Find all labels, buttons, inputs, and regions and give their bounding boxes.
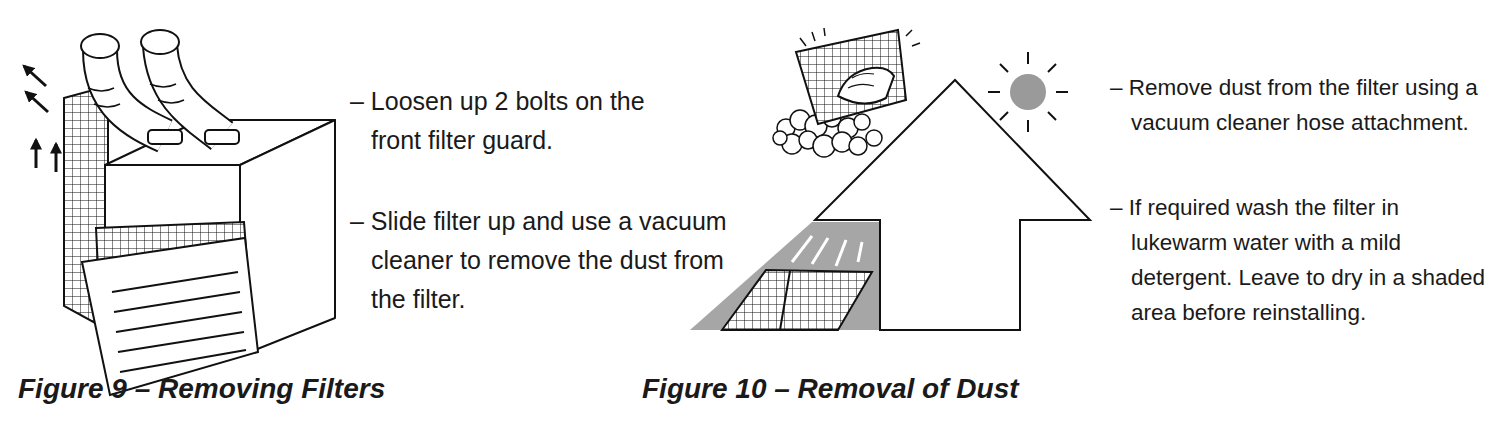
dust-puff bbox=[866, 130, 882, 146]
front-filter-part bbox=[116, 312, 242, 332]
dust-puff bbox=[849, 137, 867, 155]
dust-puff bbox=[813, 135, 835, 157]
airflow-arrows-part bbox=[26, 92, 48, 112]
front-filter-part bbox=[114, 292, 240, 312]
sun-part bbox=[1027, 52, 1029, 64]
dust-puff bbox=[854, 114, 870, 130]
shade-part bbox=[780, 271, 790, 330]
shade-part bbox=[792, 236, 862, 266]
sun-part bbox=[1056, 91, 1068, 93]
exhaust-hoses-part bbox=[148, 130, 182, 144]
shade-part bbox=[690, 222, 880, 330]
exhaust-hoses bbox=[81, 30, 239, 144]
front-filter bbox=[82, 222, 258, 395]
airflow-arrows-part bbox=[35, 140, 38, 168]
sun-part bbox=[1027, 120, 1029, 132]
exhaust-hoses-part bbox=[160, 46, 222, 136]
sun-part bbox=[1000, 64, 1008, 72]
front-filter-part bbox=[112, 272, 238, 292]
front-filter-part bbox=[82, 238, 258, 395]
sun-part bbox=[1048, 112, 1056, 120]
exhaust-hoses-part bbox=[88, 84, 184, 107]
airflow-arrows-part bbox=[24, 66, 46, 86]
sun-part bbox=[1048, 64, 1056, 72]
dust-puff bbox=[773, 131, 787, 145]
sun-part bbox=[988, 91, 1000, 93]
cleaned-filter bbox=[796, 28, 920, 124]
instruction-text: – Slide filter up and use a vacuum clean… bbox=[350, 202, 761, 319]
exhaust-hoses-part bbox=[141, 30, 179, 54]
shade-part bbox=[722, 270, 872, 330]
shade-part-part bbox=[836, 240, 846, 266]
sun-part bbox=[1000, 112, 1008, 120]
cleaned-filter-part bbox=[848, 74, 874, 89]
cleaned-filter-part bbox=[838, 68, 894, 104]
shade-part-part bbox=[858, 242, 862, 262]
airflow-arrows-part bbox=[55, 144, 58, 172]
figure-caption: Figure 10 – Removal of Dust bbox=[642, 372, 1019, 406]
cleaned-filter-part bbox=[796, 30, 906, 124]
exhaust-hoses-part bbox=[160, 46, 222, 136]
shade bbox=[690, 222, 880, 330]
exhaust-hoses-part bbox=[205, 130, 239, 144]
cleaned-filter-part bbox=[800, 28, 920, 46]
figure-caption: Figure 9 – Removing Filters bbox=[18, 372, 385, 406]
shade-part-part bbox=[792, 236, 812, 262]
front-filter-part bbox=[118, 332, 244, 352]
sun-part bbox=[1010, 74, 1046, 110]
house-outline-part bbox=[815, 80, 1090, 330]
house-outline bbox=[815, 80, 1090, 330]
exhaust-hoses-part bbox=[81, 34, 119, 58]
instruction-text: – Remove dust from the filter using a va… bbox=[1110, 70, 1490, 140]
sun bbox=[988, 52, 1068, 132]
instruction-text: – If required wash the filter in lukewar… bbox=[1110, 190, 1490, 330]
instruction-text: – Loosen up 2 bolts on the front filter … bbox=[350, 82, 671, 160]
front-filter-part bbox=[120, 350, 246, 372]
shade-part-part bbox=[812, 238, 828, 264]
